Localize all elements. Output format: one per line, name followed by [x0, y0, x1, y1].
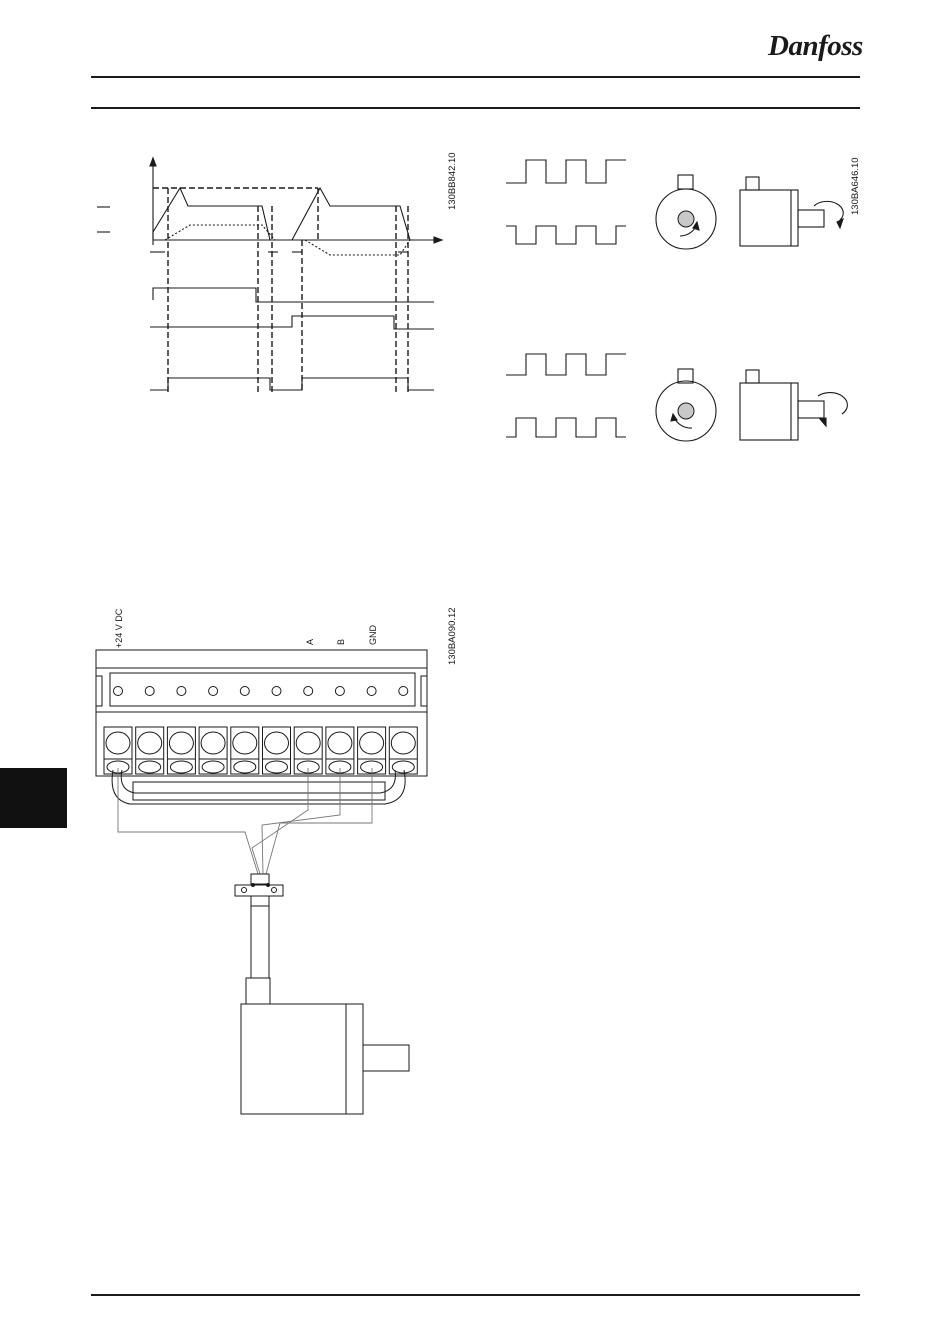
terminal-screw [367, 687, 376, 696]
terminal-clamp-hole [296, 732, 320, 754]
terminal-clamp [263, 727, 291, 774]
terminal-screw [114, 687, 123, 696]
terminal-clamp [358, 727, 386, 774]
terminal-label-24vdc: +24 V DC [114, 608, 124, 648]
terminal-clamp [326, 727, 354, 774]
terminal-screw [209, 687, 218, 696]
terminal-clamp-hole [360, 732, 384, 754]
terminal-screw [272, 687, 281, 696]
encoder-body [241, 1004, 363, 1114]
terminal-clamp [231, 727, 259, 774]
wiring-figure-code: 130BA090.12 [447, 607, 458, 665]
terminal-clamp [199, 727, 227, 774]
terminal-label-b: B [336, 639, 346, 645]
terminal-clamp-hole [138, 732, 162, 754]
terminal-clamp-hole [391, 732, 415, 754]
terminal-clamp-hole [233, 732, 257, 754]
terminal-clamp-hole [106, 732, 130, 754]
terminal-clamp-hole [169, 732, 193, 754]
terminal-label-a: A [305, 639, 315, 645]
terminal-clamp-hole [328, 732, 352, 754]
terminal-screw [399, 687, 408, 696]
terminal-clamp-hole [201, 732, 225, 754]
terminal-screw [240, 687, 249, 696]
terminal-screw [304, 687, 313, 696]
terminal-screw [177, 687, 186, 696]
terminal-clamp [136, 727, 164, 774]
terminal-label-gnd: GND [368, 625, 378, 646]
terminal-clamp [104, 727, 132, 774]
terminal-screw [335, 687, 344, 696]
terminal-clamp-hole [265, 732, 289, 754]
terminal-clamp [167, 727, 195, 774]
terminal-screw [145, 687, 154, 696]
terminal-block [96, 650, 427, 776]
terminal-clamp [294, 727, 322, 774]
terminal-clamp [389, 727, 417, 774]
